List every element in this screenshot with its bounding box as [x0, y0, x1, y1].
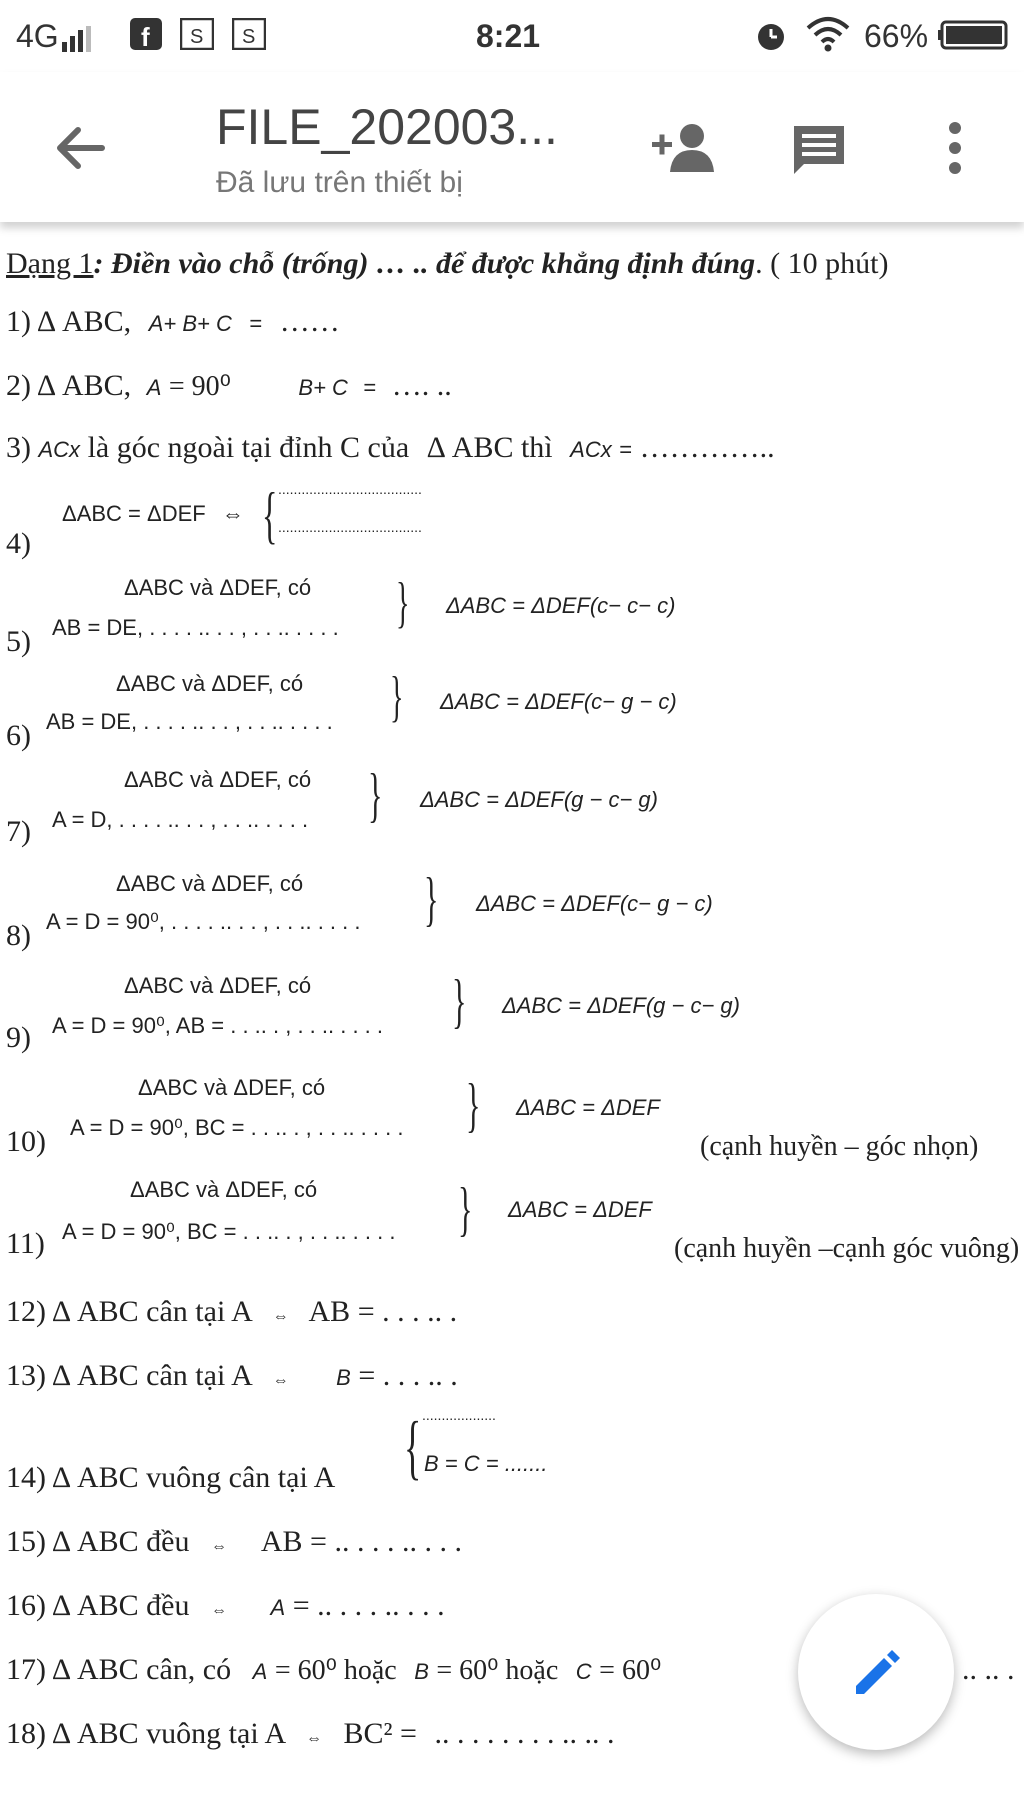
item-8-number: 8)	[6, 919, 31, 952]
item-2: 2) Δ ABC, A = 90⁰ B+ C = …. ..	[6, 369, 452, 402]
item-9-brace: }	[452, 968, 467, 1034]
alarm-icon	[754, 18, 788, 57]
item-11-given: ΔABC và ΔDEF, có	[130, 1177, 318, 1202]
item-6-brace: }	[390, 666, 404, 728]
item-9-number: 9)	[6, 1021, 31, 1054]
item-10-number: 10)	[6, 1125, 46, 1158]
item-9-conditions: A = D = 90⁰, AB = . . .. . , . . .. . . …	[52, 1013, 384, 1038]
item-11-number: 11)	[6, 1227, 45, 1260]
file-title: FILE_202003...	[216, 99, 558, 155]
file-subtitle: Đã lưu trên thiết bị	[216, 166, 463, 199]
edit-fab-button[interactable]	[798, 1594, 954, 1750]
item-10-given: ΔABC và ΔDEF, có	[138, 1075, 326, 1100]
status-bar: 4G f S S 8:21 66%	[0, 0, 1024, 72]
item-13: 13) Δ ABC cân tại A ⇔ B = . . . .. .	[6, 1359, 458, 1392]
battery-percent: 66%	[864, 18, 929, 54]
item-11-conditions: A = D = 90⁰, BC = . . .. . , . . .. . . …	[62, 1219, 396, 1244]
item-4-blank-2: .....................................	[278, 519, 422, 535]
item-8-conditions: A = D = 90⁰, . . . . .. . . , . . .. . .…	[46, 909, 361, 934]
clock: 8:21	[476, 18, 541, 54]
item-6-number: 6)	[6, 719, 31, 752]
item-10-conditions: A = D = 90⁰, BC = . . .. . , . . .. . . …	[70, 1115, 404, 1140]
item-4-brace: {	[262, 479, 278, 550]
item-10-brace: }	[466, 1072, 481, 1138]
item-14: 14) Δ ABC vuông cân tại A	[6, 1461, 336, 1494]
item-7-number: 7)	[6, 815, 31, 848]
signal-icon	[62, 26, 102, 57]
item-4-number: 4)	[6, 527, 31, 560]
item-8-brace: }	[424, 866, 439, 932]
item-8-given: ΔABC và ΔDEF, có	[116, 871, 304, 896]
item-5-conditions: AB = DE, . . . . .. . . , . . .. . . . .	[52, 615, 339, 640]
item-7-given: ΔABC và ΔDEF, có	[124, 767, 312, 792]
item-17: 17) Δ ABC cân, có A = 60⁰ hoặc B = 60⁰ h…	[6, 1653, 662, 1686]
svg-text:f: f	[141, 22, 150, 50]
item-11-note: (cạnh huyền –cạnh góc vuông)	[674, 1233, 1020, 1264]
item-14-blank: ...................	[422, 1407, 496, 1423]
item-6-conditions: AB = DE, . . . . .. . . , . . .. . . . .	[46, 709, 333, 734]
app-toolbar: FILE_202003... Đã lưu trên thiết bị	[0, 72, 1024, 222]
item-9-given: ΔABC và ΔDEF, có	[124, 973, 312, 998]
item-7-conditions: A = D, . . . . .. . . , . . .. . . . .	[52, 807, 309, 832]
item-14-brace: {	[404, 1407, 422, 1487]
wifi-icon	[806, 16, 850, 57]
document-page[interactable]: Dạng 1: Điền vào chỗ (trống) … .. để đượ…	[0, 225, 1024, 1820]
battery-icon	[938, 20, 1010, 55]
item-6-given: ΔABC và ΔDEF, có	[116, 671, 304, 696]
item-10-note: (cạnh huyền – góc nhọn)	[700, 1131, 979, 1162]
item-8-result: ΔABC = ΔDEF(c− g − c)	[476, 891, 713, 916]
item-14-angles: B = C = .......	[424, 1451, 548, 1476]
item-18: 18) Δ ABC vuông tại A ⇔ BC² = .. . . . .…	[6, 1717, 615, 1750]
facebook-icon: f	[130, 18, 162, 55]
item-4-blank-1: .....................................	[278, 481, 422, 497]
item-5-result: ΔABC = ΔDEF(c− c− c)	[446, 593, 676, 618]
pencil-icon	[848, 1644, 904, 1705]
item-16: 16) Δ ABC đều ⇔ A = .. . . . .. . . .	[6, 1589, 445, 1622]
item-12: 12) Δ ABC cân tại A ⇔ AB = . . . .. .	[6, 1295, 458, 1328]
item-7-brace: }	[368, 762, 383, 828]
back-arrow-icon[interactable]	[52, 124, 108, 177]
item-5-number: 5)	[6, 625, 31, 658]
item-4-lhs: ΔABC = ΔDEF ⇔	[62, 501, 244, 526]
item-17-tail: .. .. .	[962, 1653, 1015, 1686]
item-6-result: ΔABC = ΔDEF(c− g − c)	[440, 689, 677, 714]
add-person-icon[interactable]	[650, 120, 720, 181]
item-9-result: ΔABC = ΔDEF(g − c− g)	[502, 993, 740, 1018]
svg-text:S: S	[242, 26, 255, 48]
s-app-icon: S	[179, 17, 215, 55]
s-app-icon-2: S	[231, 17, 267, 55]
network-label: 4G	[16, 18, 59, 54]
item-11-brace: }	[458, 1176, 473, 1242]
section-heading: Dạng 1: Điền vào chỗ (trống) … .. để đượ…	[6, 247, 889, 280]
item-7-result: ΔABC = ΔDEF(g − c− g)	[420, 787, 658, 812]
item-3: 3) ACx là góc ngoài tại đỉnh C của Δ ABC…	[6, 431, 775, 464]
item-5-given: ΔABC và ΔDEF, có	[124, 575, 312, 600]
item-5-brace: }	[396, 572, 410, 634]
item-15: 15) Δ ABC đều ⇔ AB = .. . . . .. . . .	[6, 1525, 462, 1558]
item-1: 1) Δ ABC, A+ B+ C = ……	[6, 305, 340, 338]
comment-icon[interactable]	[790, 122, 848, 183]
item-11-result: ΔABC = ΔDEF	[508, 1197, 652, 1222]
more-vert-icon[interactable]	[945, 120, 965, 181]
item-10-result: ΔABC = ΔDEF	[516, 1095, 660, 1120]
svg-text:S: S	[190, 26, 203, 48]
